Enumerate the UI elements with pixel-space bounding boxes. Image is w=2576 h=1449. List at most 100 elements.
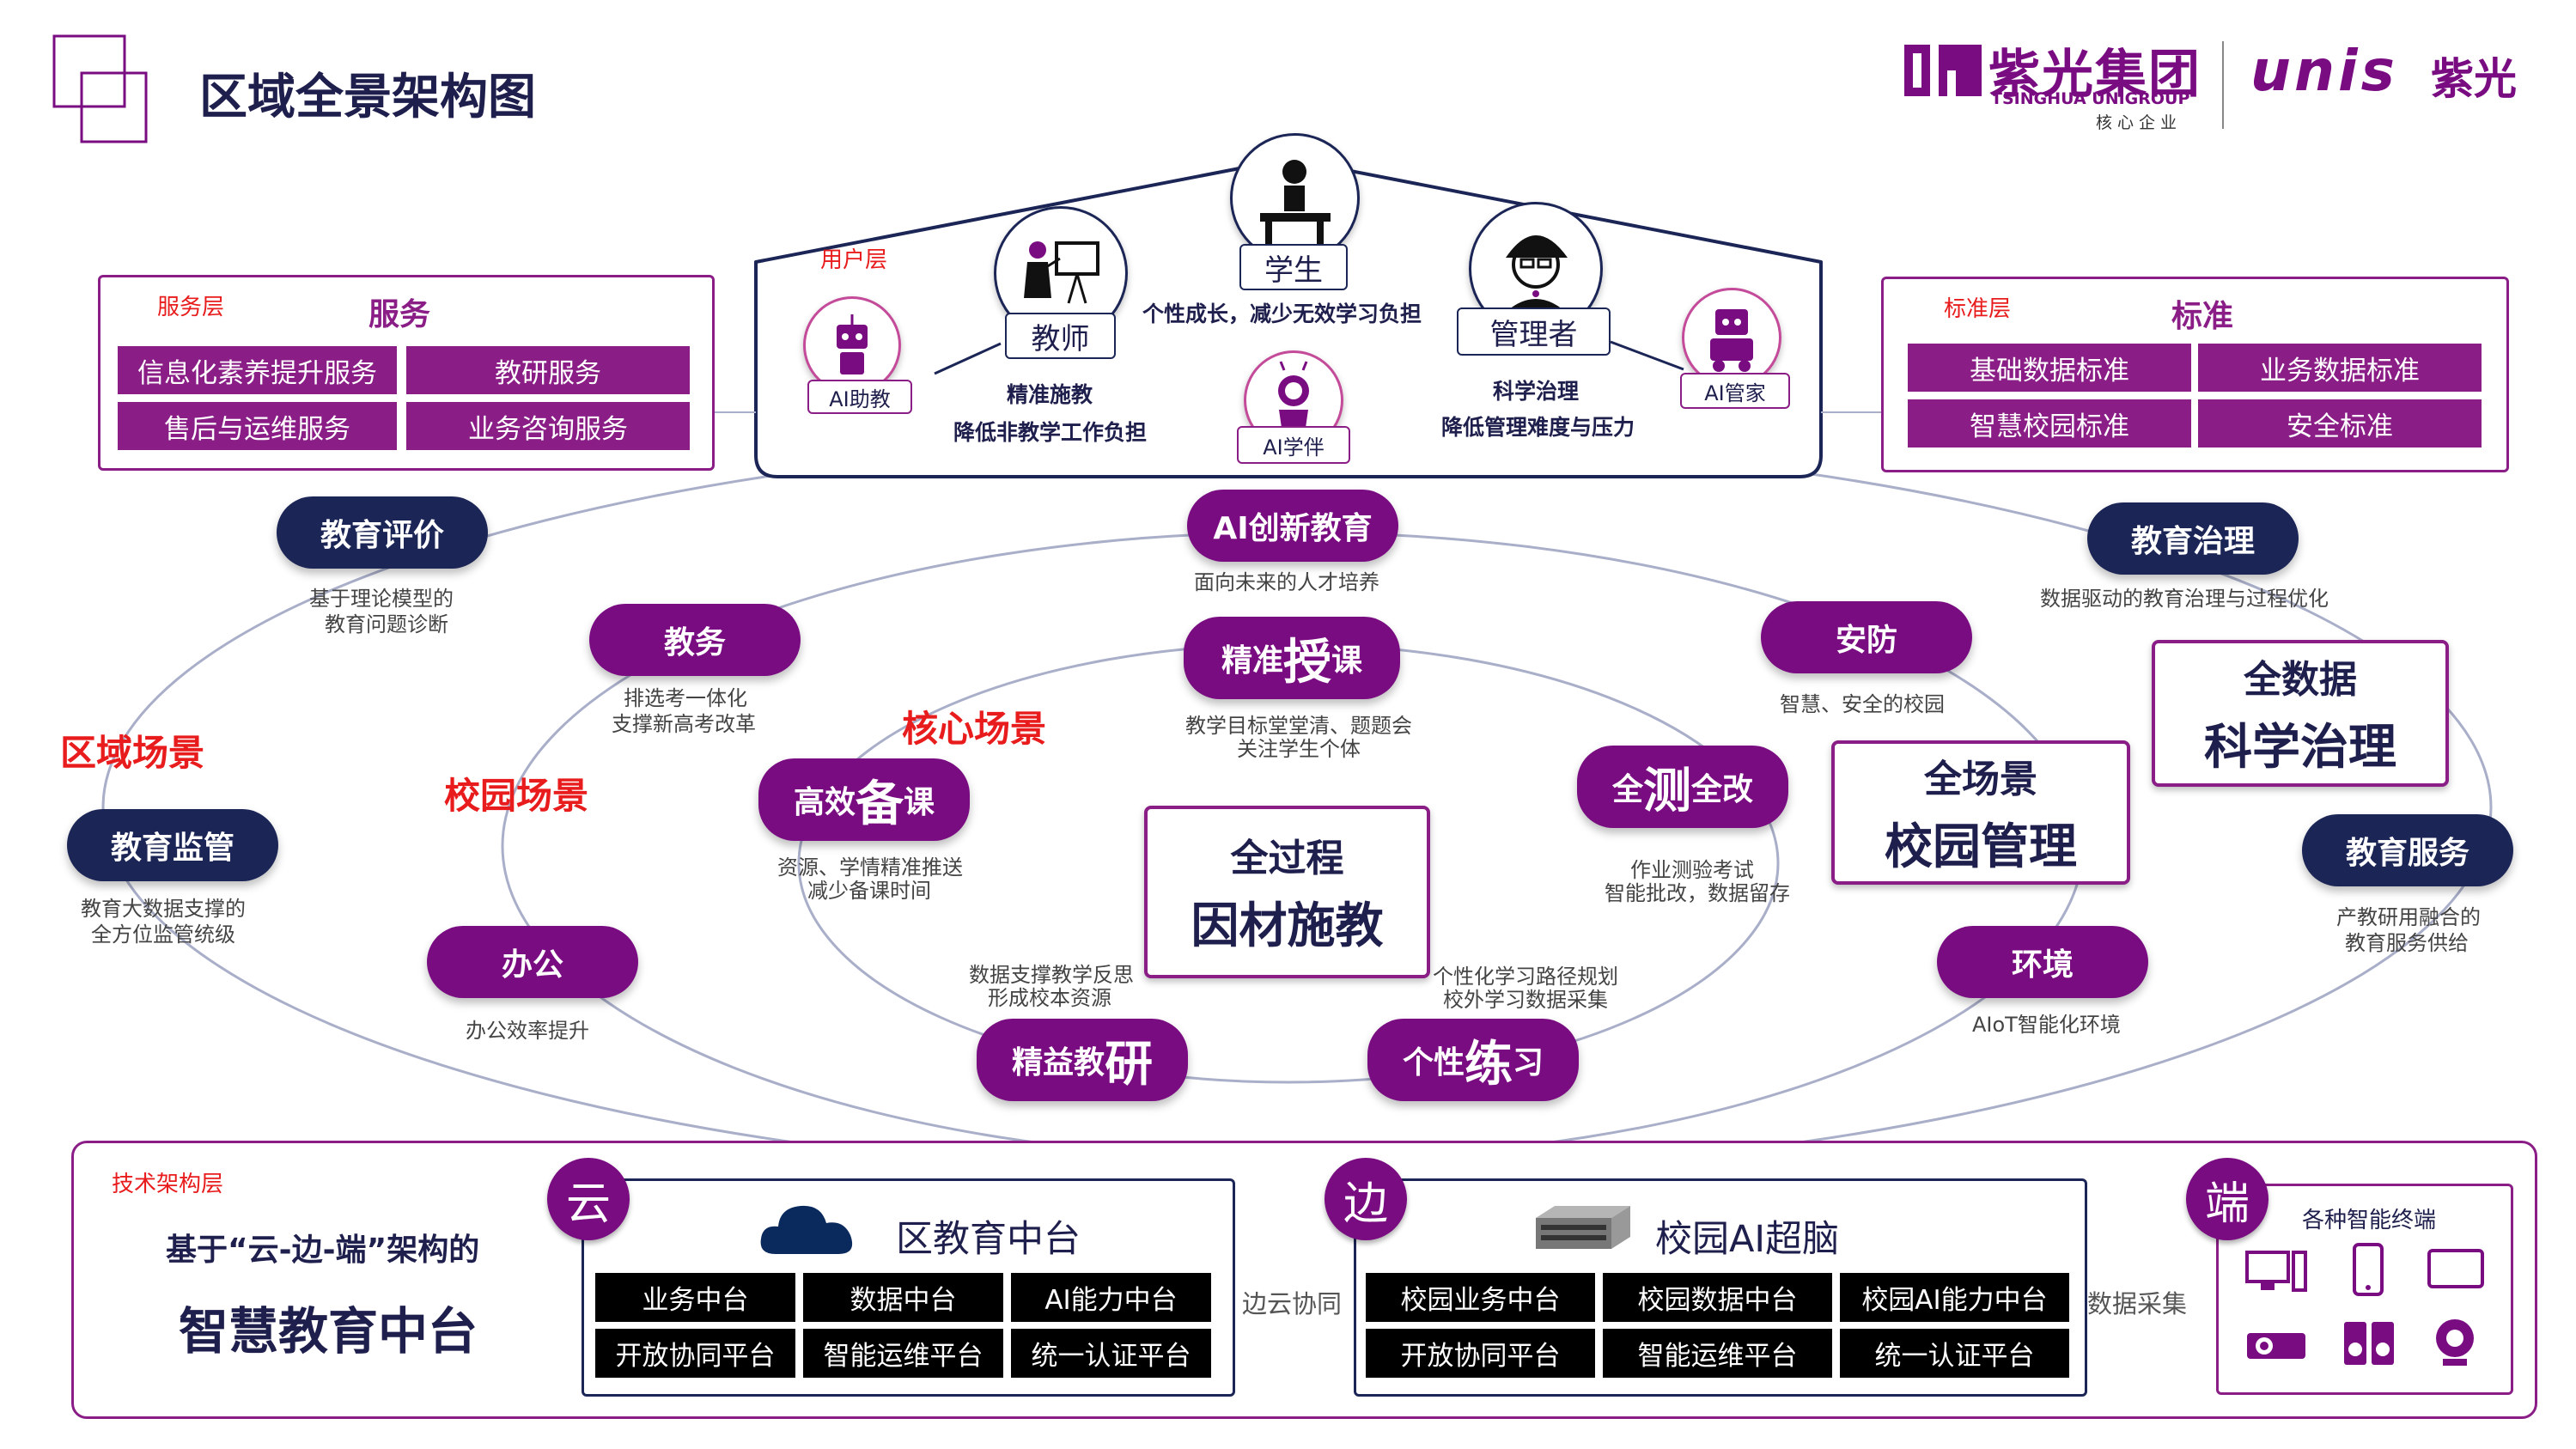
standard-layer-panel: 标准层 标准 基础数据标准 业务数据标准 智慧校园标准 安全标准 [1881, 277, 2509, 472]
logo-sub: 核心企业 [2096, 113, 2183, 132]
edu-eval-desc-2: 教育问题诊断 [325, 612, 448, 636]
core-scene-label: 核心场景 [902, 708, 1047, 750]
page-title: 区域全景架构图 [199, 70, 536, 125]
teacher-label[interactable]: 教师 [1005, 313, 1116, 359]
ai-steward-label[interactable]: AI管家 [1680, 373, 1790, 409]
edge-row2-1[interactable]: 开放协同平台 [1366, 1329, 1595, 1378]
student-avatar [1230, 133, 1360, 263]
edu-supervise-pill[interactable]: 教育监管 [67, 809, 278, 881]
prep-desc-1: 资源、学情精准推送 [777, 855, 963, 880]
standard-item-2[interactable]: 业务数据标准 [2198, 344, 2482, 392]
practice-pill[interactable]: 个性练习 [1367, 1019, 1579, 1101]
robot-icon [837, 314, 868, 374]
edge-row2-3[interactable]: 统一认证平台 [1840, 1329, 2069, 1378]
standard-item-4[interactable]: 安全标准 [2198, 399, 2482, 447]
robot-steward-icon [1710, 309, 1753, 372]
cloud-row2-3[interactable]: 统一认证平台 [1011, 1329, 1211, 1378]
speaker-icon [2344, 1322, 2394, 1365]
teach-pill[interactable]: 精准授课 [1184, 617, 1400, 699]
standard-layer-tag: 标准层 [1944, 296, 2012, 322]
campus-mgmt-line-1: 全场景 [1924, 757, 2037, 801]
teacher-text-1: 精准施教 [1007, 382, 1093, 407]
tech-layer-title-1: 基于“云-边-端”架构的 [166, 1233, 480, 1268]
manager-label[interactable]: 管理者 [1457, 307, 1611, 356]
cloud-row2-1[interactable]: 开放协同平台 [595, 1329, 795, 1378]
tech-layer-panel [71, 1141, 2537, 1419]
standard-item-3[interactable]: 智慧校园标准 [1908, 399, 2191, 447]
edge-row2-2[interactable]: 智能运维平台 [1603, 1329, 1832, 1378]
research-desc-1: 数据支撑教学反思 [969, 963, 1134, 987]
cloud-row1-2[interactable]: 数据中台 [803, 1273, 1003, 1322]
edge-row1-1[interactable]: 校园业务中台 [1366, 1273, 1595, 1322]
test-desc-2: 智能批改，数据留存 [1605, 881, 1790, 905]
edu-service-pill[interactable]: 教育服务 [2302, 814, 2513, 886]
ai-assistant-avatar [803, 296, 901, 394]
ai-edu-pill[interactable]: AI创新教育 [1187, 490, 1398, 562]
research-pill[interactable]: 精益教研 [977, 1019, 1188, 1101]
logo-en: TSINGHUA UNIGROUP [1991, 89, 2190, 108]
edge-row1-2[interactable]: 校园数据中台 [1603, 1273, 1832, 1322]
manager-text-2: 降低管理难度与压力 [1441, 415, 1635, 440]
center-box: 全过程 因材施教 [1144, 806, 1430, 978]
prep-pill[interactable]: 高效备课 [758, 758, 970, 841]
end-title: 各种智能终端 [2302, 1208, 2437, 1233]
end-badge: 端 [2186, 1158, 2268, 1240]
cloud-row2-2[interactable]: 智能运维平台 [803, 1329, 1003, 1378]
ai-companion-label[interactable]: AI学伴 [1237, 426, 1350, 464]
service-layer-title: 服务 [368, 297, 431, 332]
connector-manager-ai [1610, 340, 1684, 371]
camera-icon [2436, 1319, 2474, 1366]
manager-text-1: 科学治理 [1493, 379, 1580, 404]
service-item-1[interactable]: 信息化素养提升服务 [118, 346, 397, 394]
connector-ai-teacher [934, 342, 1002, 375]
standard-layer-title: 标准 [2171, 299, 2234, 334]
edu-eval-pill[interactable]: 教育评价 [277, 496, 488, 569]
edu-service-desc-2: 教育服务供给 [2345, 931, 2469, 955]
affairs-pill[interactable]: 教务 [589, 604, 801, 676]
phone-icon [2353, 1243, 2384, 1296]
edge-title: 校园AI超脑 [1655, 1218, 1840, 1261]
test-pill[interactable]: 全测全改 [1577, 746, 1788, 828]
computer-icon [2245, 1251, 2307, 1292]
prep-desc-2: 减少备课时间 [807, 879, 931, 903]
ai-edu-desc-1: 面向未来的人才培养 [1194, 570, 1379, 594]
cloud-badge: 云 [547, 1158, 630, 1240]
unis-logo: UNIS [2250, 38, 2398, 104]
campus-mgmt-box: 全场景 校园管理 [1831, 740, 2130, 885]
teacher-text-2: 降低非教学工作负担 [953, 420, 1148, 445]
edge-badge: 边 [1325, 1158, 1407, 1240]
edu-supervise-desc-2: 全方位监管统级 [91, 922, 235, 947]
edu-supervise-desc-1: 教育大数据支撑的 [81, 897, 246, 921]
environment-pill[interactable]: 环境 [1937, 926, 2148, 998]
office-pill[interactable]: 办公 [427, 926, 638, 998]
standard-item-1[interactable]: 基础数据标准 [1908, 344, 2191, 392]
service-item-4[interactable]: 业务咨询服务 [406, 402, 690, 450]
data-gov-line-1: 全数据 [2244, 658, 2357, 702]
projector-icon [2247, 1333, 2305, 1359]
user-layer-tag: 用户层 [820, 247, 888, 273]
edu-service-desc-1: 产教研用融合的 [2336, 905, 2481, 929]
tsinghua-unigroup-logo-icon [1904, 45, 1982, 96]
unis-cn: 紫光 [2431, 54, 2517, 104]
cloud-icon [760, 1205, 853, 1254]
campus-mgmt-line-2: 校园管理 [1885, 819, 2077, 875]
security-desc-1: 智慧、安全的校园 [1780, 692, 1945, 716]
cloud-row1-1[interactable]: 业务中台 [595, 1273, 795, 1322]
security-pill[interactable]: 安防 [1761, 601, 1972, 673]
title-square-2 [80, 71, 148, 143]
student-label[interactable]: 学生 [1239, 244, 1348, 290]
edu-eval-desc-1: 基于理论模型的 [309, 587, 454, 611]
ai-assistant-label[interactable]: AI助教 [807, 380, 912, 414]
cloud-row1-3[interactable]: AI能力中台 [1011, 1273, 1211, 1322]
edu-govern-desc-1: 数据驱动的教育治理与过程优化 [2040, 587, 2329, 611]
practice-desc-1: 个性化学习路径规划 [1433, 965, 1618, 989]
service-item-3[interactable]: 售后与运维服务 [118, 402, 397, 450]
practice-desc-2: 校外学习数据采集 [1443, 988, 1608, 1012]
service-item-2[interactable]: 教研服务 [406, 346, 690, 394]
center-line-2: 因材施教 [1191, 898, 1384, 954]
edge-row1-3[interactable]: 校园AI能力中台 [1840, 1273, 2069, 1322]
cloud-title: 区教育中台 [896, 1218, 1081, 1261]
edu-govern-pill[interactable]: 教育治理 [2087, 502, 2299, 575]
server-icon [1536, 1206, 1630, 1249]
data-collect-label: 数据采集 [2087, 1289, 2188, 1318]
